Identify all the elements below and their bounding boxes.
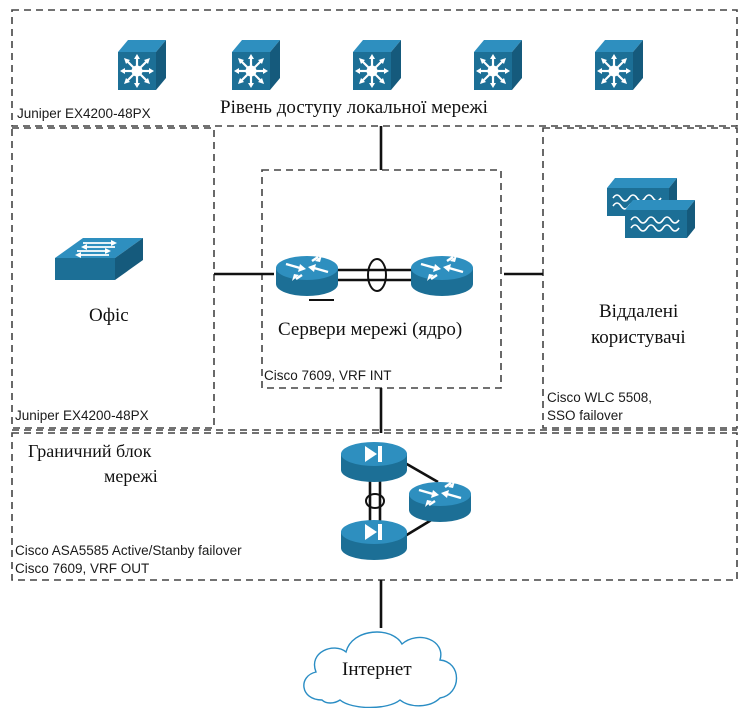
- internet-label: Інтернет: [342, 659, 412, 680]
- edge-device-label-line2: Cisco 7609, VRF OUT: [15, 561, 149, 576]
- l3-switch-icon: [351, 38, 403, 92]
- router-icon: [274, 253, 340, 298]
- wireless-controller-icon: [607, 178, 695, 238]
- edge-zone-title-line1: Граничний блок: [28, 441, 152, 461]
- access-switch-row: [116, 38, 645, 92]
- core-link-aggregation-ring: [367, 258, 387, 292]
- firewall-icon: [341, 442, 407, 482]
- cloud-icon: [303, 631, 457, 708]
- office-device-label: Juniper EX4200-48PX: [15, 408, 149, 423]
- l3-switch-icon: [593, 38, 645, 92]
- office-zone-border: [11, 127, 215, 429]
- l3-switch-icon: [472, 38, 524, 92]
- l3-switch-icon: [230, 38, 282, 92]
- remote-device-label-line2: SSO failover: [547, 408, 623, 423]
- access-zone-border: [11, 9, 738, 127]
- router-icon: [409, 253, 475, 298]
- remote-zone-title-line2: користувачі: [591, 327, 686, 348]
- remote-device-label-line1: Cisco WLC 5508,: [547, 390, 652, 405]
- edge-title-backdrop: [22, 436, 250, 486]
- firewall-router-link-top: [404, 461, 439, 484]
- edge-device-label-line1: Cisco ASA5585 Active/Stanby failover: [15, 543, 242, 558]
- workgroup-switch-icon: [55, 238, 143, 280]
- office-zone-title: Офіс: [89, 305, 129, 326]
- labels: Juniper EX4200-48PX Рівень доступу локал…: [15, 97, 686, 680]
- edge-zone-title-line2: мережі: [104, 466, 158, 486]
- access-zone-title: Рівень доступу локальної мережі: [220, 97, 488, 118]
- firewall-icon: [341, 520, 407, 560]
- edge-zone-border: [11, 432, 738, 581]
- core-device-label: Cisco 7609, VRF INT: [264, 368, 392, 383]
- remote-zone-border: [542, 127, 738, 429]
- remote-zone-title-line1: Віддалені: [599, 301, 678, 322]
- router-icon: [407, 479, 473, 524]
- core-zone-title: Сервери мережі (ядро): [278, 319, 462, 340]
- l3-switch-icon: [116, 38, 168, 92]
- access-device-label: Juniper EX4200-48PX: [17, 106, 151, 121]
- edge-link-aggregation-ring: [365, 493, 385, 509]
- edge-devices: [341, 442, 473, 560]
